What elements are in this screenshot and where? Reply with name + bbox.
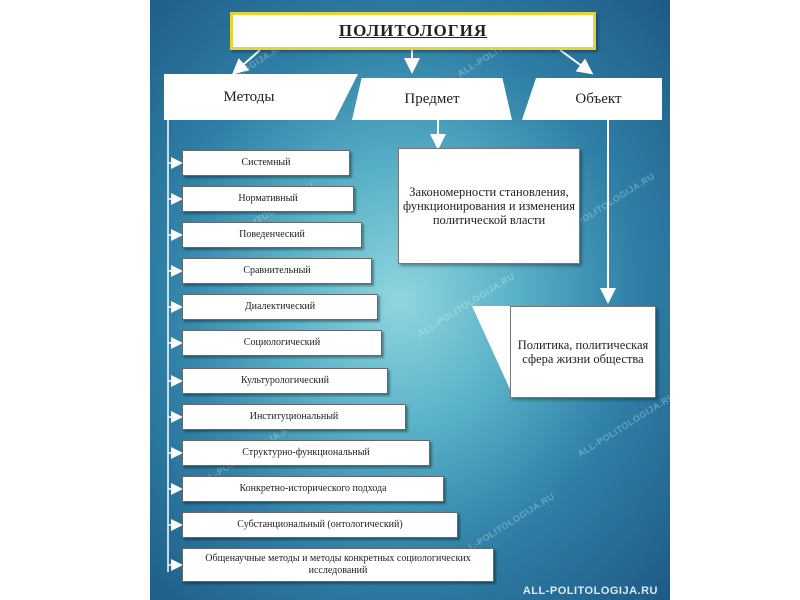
subject-content: Закономерности становления, функциониров…: [398, 148, 580, 264]
methods-header-shape: [164, 74, 358, 120]
connector-lines: [167, 49, 616, 572]
method-item: Культурологический: [182, 368, 388, 394]
object-content: Политика, политическая сфера жизни общес…: [510, 306, 656, 398]
methods-header: Методы: [223, 88, 275, 105]
method-item: Субстанциональный (онтологический): [182, 512, 458, 538]
subject-header: Предмет: [404, 90, 460, 107]
method-item: Общенаучные методы и методы конкретных с…: [182, 548, 494, 582]
subject-header-shape: [352, 78, 512, 120]
method-item: Конкретно-исторического подхода: [182, 476, 444, 502]
diagram-poster: ALL-POLITOLOGIJA.RU ALL-POLITOLOGIJA.RU …: [150, 0, 670, 600]
object-header: Объект: [575, 90, 622, 107]
method-item: Системный: [182, 150, 350, 176]
method-item: Сравнительный: [182, 258, 372, 284]
method-item: Структурно-функциональный: [182, 440, 430, 466]
method-item: Нормативный: [182, 186, 354, 212]
method-item: Социологический: [182, 330, 382, 356]
page-title: ПОЛИТОЛОГИЯ: [230, 12, 596, 50]
method-item: Поведенческий: [182, 222, 362, 248]
method-item: Институциональный: [182, 404, 406, 430]
footer-watermark: ALL-POLITOLOGIJA.RU: [522, 585, 658, 597]
object-header-shape: [522, 78, 662, 120]
method-item: Диалектический: [182, 294, 378, 320]
